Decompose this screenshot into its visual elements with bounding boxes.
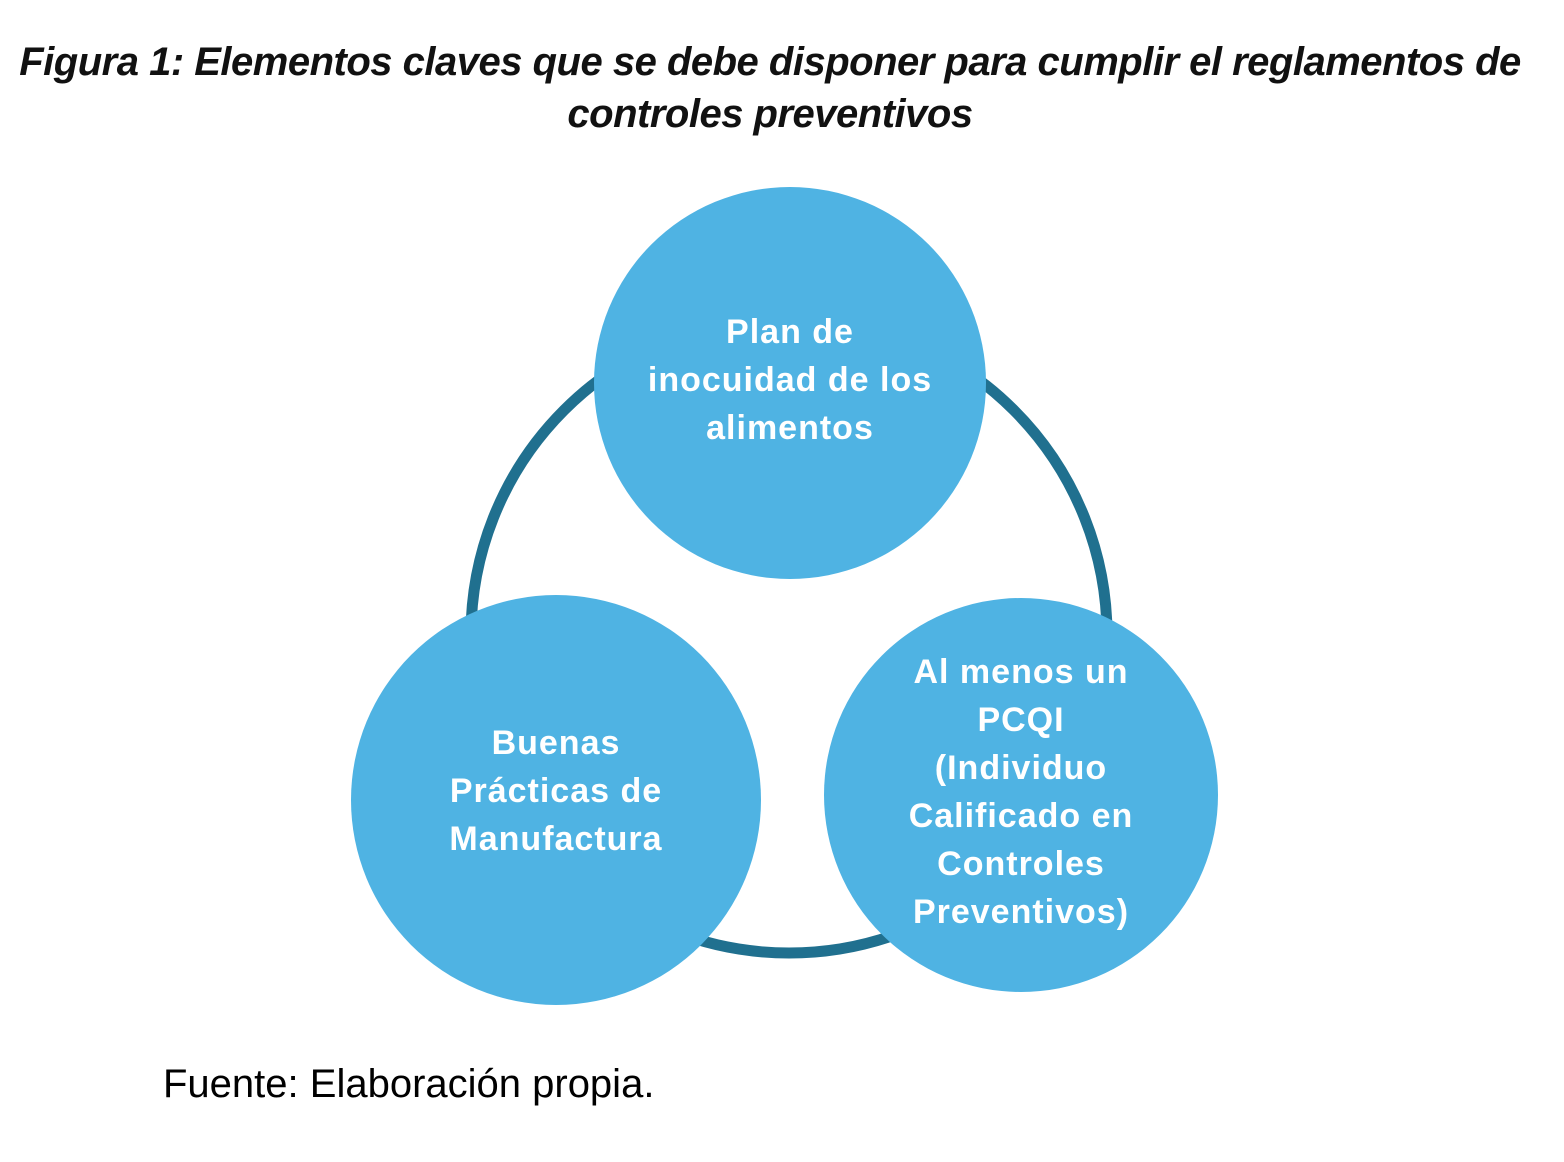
- label-line: Manufactura: [449, 820, 663, 858]
- circle-plan-inocuidad: [594, 187, 986, 579]
- label-plan-inocuidad: Plan de inocuidad de los alimentos: [600, 308, 980, 452]
- label-pcqi: Al menos un PCQI (Individuo Calificado e…: [831, 648, 1211, 936]
- source-caption: Fuente: Elaboración propia.: [163, 1062, 655, 1106]
- circle-buenas-practicas: [351, 595, 761, 1005]
- label-line: Calificado en: [908, 797, 1134, 835]
- label-line: inocuidad de los: [647, 361, 933, 399]
- label-line: Preventivos): [912, 893, 1130, 931]
- label-line: Controles: [937, 845, 1105, 883]
- label-line: (Individuo: [934, 749, 1108, 787]
- label-line: Prácticas de: [449, 772, 663, 810]
- figure-title: Figura 1: Elementos claves que se debe d…: [0, 36, 1540, 140]
- circle-pcqi: [824, 598, 1218, 992]
- label-line: Buenas: [491, 724, 621, 762]
- figure-title-line-2: el reglamentos de controles preventivos: [567, 40, 1521, 136]
- label-line: Plan de: [726, 313, 854, 351]
- label-line: PCQI: [977, 701, 1065, 739]
- figure-title-line-1: Figura 1: Elementos claves que se debe d…: [19, 40, 1179, 84]
- label-line: Al menos un: [913, 653, 1129, 691]
- label-buenas-practicas: Buenas Prácticas de Manufactura: [366, 719, 746, 863]
- label-line: alimentos: [706, 409, 874, 447]
